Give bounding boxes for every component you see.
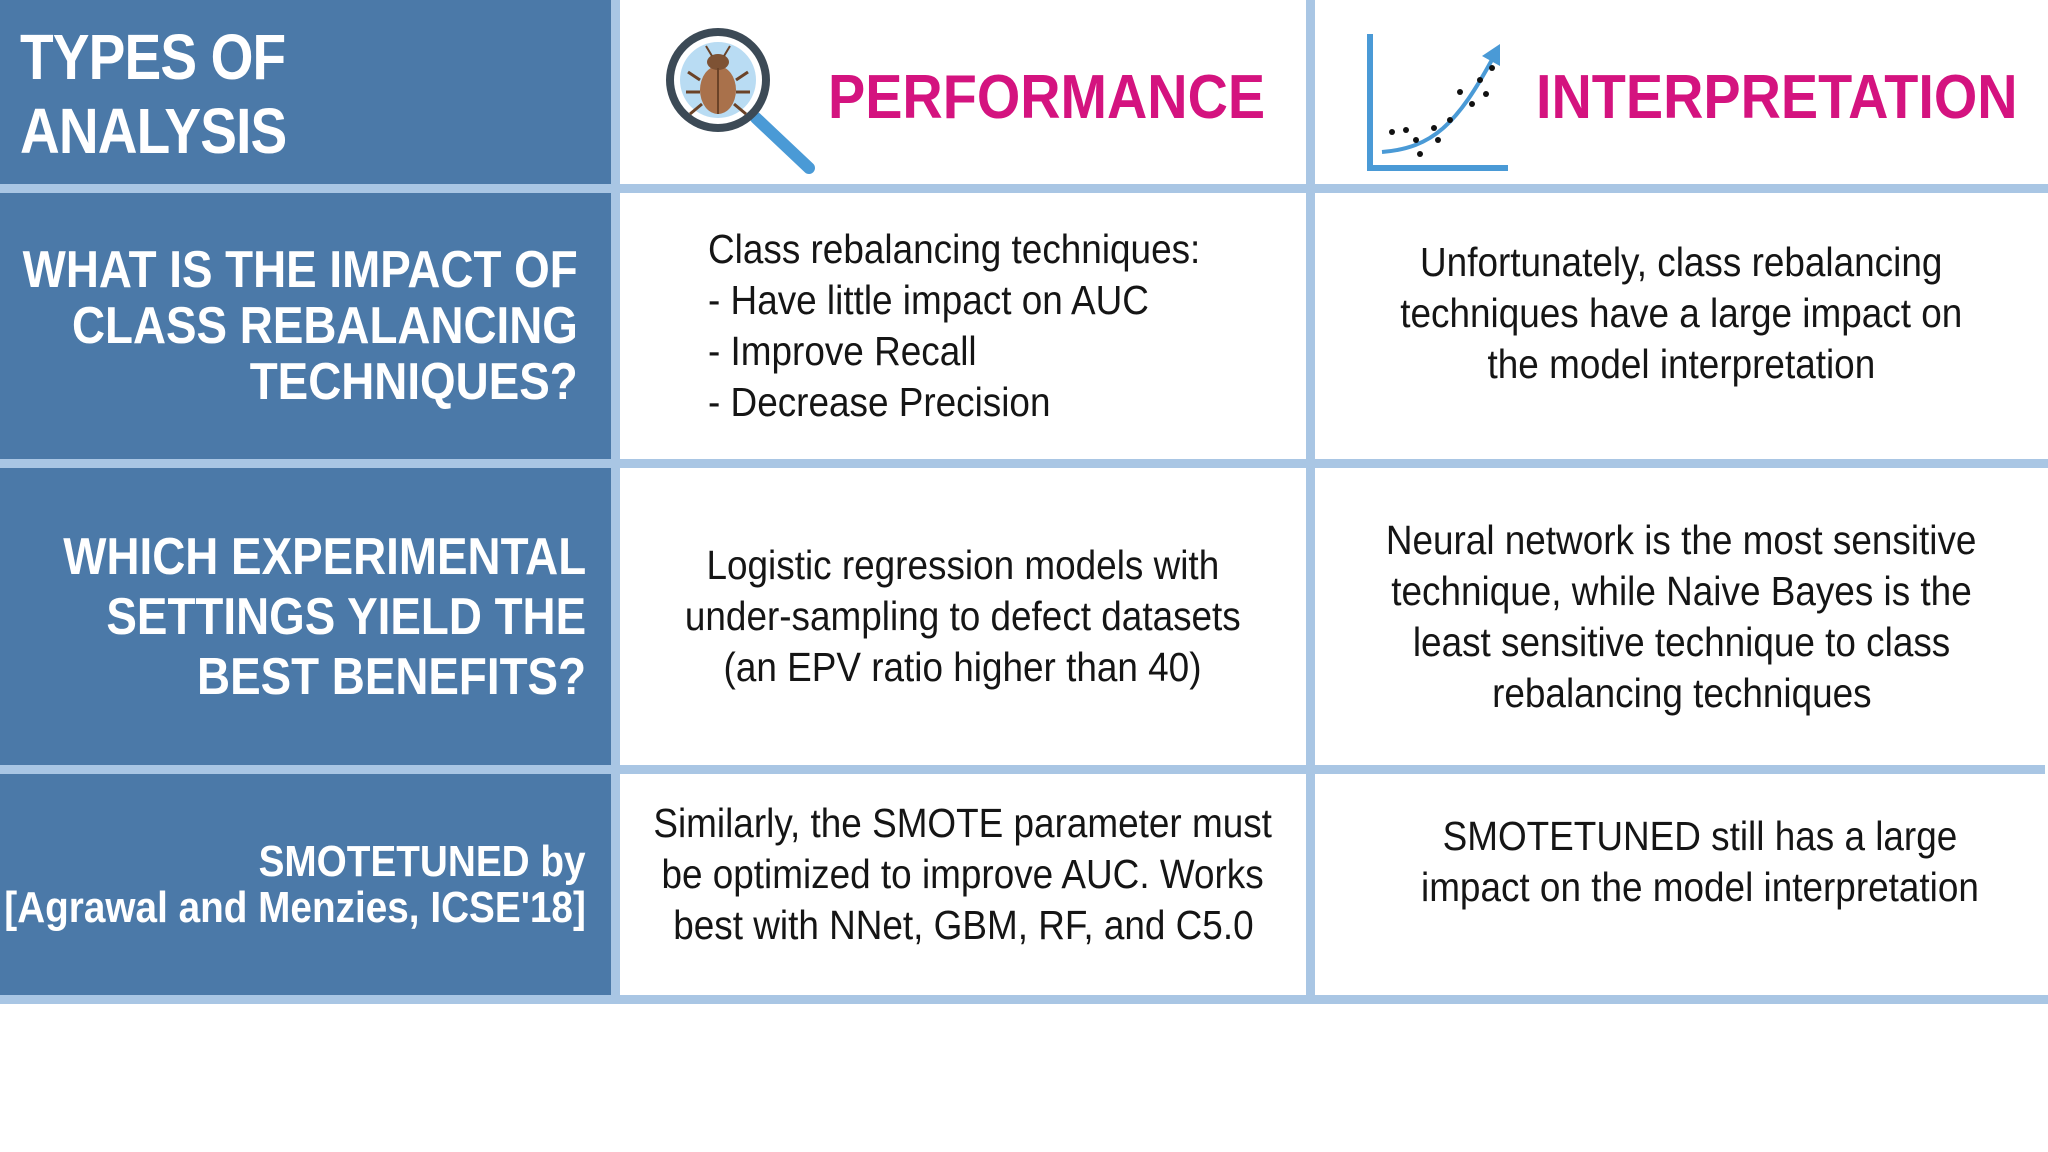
performance-line: be optimized to improve AUC. Works bbox=[661, 850, 1265, 897]
left-column bbox=[0, 0, 611, 996]
column-divider bbox=[611, 0, 620, 1004]
question-line: CLASS REBALANCING bbox=[72, 297, 578, 355]
column-divider bbox=[1306, 0, 1315, 1004]
performance-cell: Logistic regression models with under-sa… bbox=[620, 468, 1306, 765]
interpretation-line: least sensitive technique to class bbox=[1412, 618, 1951, 665]
performance-line: best with NNet, GBM, RF, and C5.0 bbox=[672, 901, 1254, 948]
interpretation-line: Unfortunately, class rebalancing bbox=[1420, 238, 1943, 285]
interpretation-cell: SMOTETUNED still has a large impact on t… bbox=[1340, 774, 2048, 950]
performance-cell: Similarly, the SMOTE parameter must be o… bbox=[620, 774, 1306, 974]
page-title: TYPES OF ANALYSIS bbox=[20, 21, 287, 167]
question-line: WHAT IS THE IMPACT OF bbox=[22, 241, 578, 299]
interpretation-heading: INTERPRETATION bbox=[1536, 63, 2018, 132]
interpretation-line: technique, while Naive Bayes is the bbox=[1391, 567, 1972, 614]
performance-cell: Class rebalancing techniques: - Have lit… bbox=[708, 193, 1298, 459]
title-cell: TYPES OF ANALYSIS bbox=[20, 0, 600, 188]
interpretation-line: techniques have a large impact on bbox=[1400, 289, 1963, 336]
bug-magnifier-icon bbox=[664, 26, 824, 176]
row-divider bbox=[0, 995, 2048, 1004]
performance-line: Logistic regression models with bbox=[706, 542, 1220, 588]
question-line: BEST BENEFITS? bbox=[197, 647, 586, 706]
question-cell: SMOTETUNED by [Agrawal and Menzies, ICSE… bbox=[4, 774, 586, 995]
interpretation-cell: Neural network is the most sensitive tec… bbox=[1315, 468, 2048, 765]
performance-heading: PERFORMANCE bbox=[828, 63, 1266, 132]
performance-line: - Have little impact on AUC bbox=[708, 277, 1149, 323]
question-cell: WHICH EXPERIMENTAL SETTINGS YIELD THE BE… bbox=[20, 468, 586, 765]
interpretation-cell: Unfortunately, class rebalancing techniq… bbox=[1315, 193, 2048, 433]
row-divider bbox=[0, 184, 2048, 193]
question-line: TECHNIQUES? bbox=[250, 353, 578, 411]
performance-line: under-sampling to defect datasets bbox=[685, 593, 1241, 639]
interpretation-line: the model interpretation bbox=[1487, 340, 1876, 387]
citation: [Agrawal and Menzies, ICSE'18] bbox=[4, 882, 586, 932]
question-line: WHICH EXPERIMENTAL bbox=[63, 527, 586, 586]
interpretation-line: impact on the model interpretation bbox=[1421, 864, 1979, 910]
row-divider bbox=[0, 459, 2048, 468]
question-line: SETTINGS YIELD THE bbox=[106, 587, 586, 646]
performance-line: Similarly, the SMOTE parameter must bbox=[653, 799, 1273, 846]
interpretation-line: SMOTETUNED still has a large bbox=[1442, 813, 1958, 859]
interpretation-line: Neural network is the most sensitive bbox=[1386, 516, 1977, 563]
trend-chart-icon bbox=[1362, 30, 1512, 175]
performance-line: - Improve Recall bbox=[708, 328, 977, 374]
performance-line: (an EPV ratio higher than 40) bbox=[724, 644, 1202, 690]
interpretation-line: rebalancing techniques bbox=[1491, 669, 1872, 716]
performance-line: - Decrease Precision bbox=[708, 379, 1051, 425]
row-divider bbox=[0, 765, 2045, 774]
question-cell: WHAT IS THE IMPACT OF CLASS REBALANCING … bbox=[20, 193, 578, 459]
performance-line: Class rebalancing techniques: bbox=[708, 226, 1201, 272]
smotetuned-label: SMOTETUNED by bbox=[259, 836, 586, 886]
